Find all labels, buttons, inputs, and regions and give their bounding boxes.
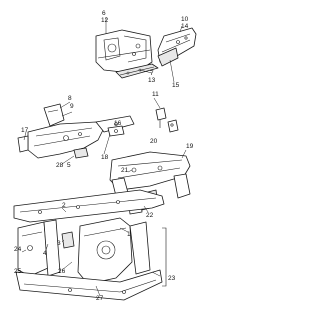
- callout-3: 3: [57, 240, 61, 247]
- radiator-support-assembly: [15, 217, 163, 301]
- callout-24: 24: [14, 246, 22, 253]
- inner-fender-assembly: [17, 103, 135, 159]
- callout-4: 4: [43, 250, 47, 257]
- callout-19: 19: [186, 143, 194, 150]
- callout-9: 9: [70, 103, 74, 110]
- callout-25: 25: [14, 268, 22, 275]
- callout-15: 15: [172, 82, 180, 89]
- clip-hardware: [155, 107, 179, 133]
- callout-22: 22: [146, 212, 154, 219]
- wheelhouse-panel: [95, 29, 153, 73]
- callout-5: 5: [67, 162, 71, 169]
- callout-2: 2: [62, 202, 66, 209]
- callout-14: 14: [181, 23, 189, 30]
- callout-26: 26: [58, 268, 66, 275]
- callout-23: 23: [168, 275, 176, 282]
- callout-18: 18: [101, 154, 109, 161]
- upper-radiator-support: [13, 189, 165, 223]
- callout-6: 6: [102, 10, 106, 17]
- callout-28: 28: [56, 162, 64, 169]
- parts-diagram: 6 12 7 13 10 14 15 8 9 11 16 17 18 28 5 …: [13, 10, 197, 302]
- callout-13: 13: [148, 77, 156, 84]
- callout-20: 20: [150, 138, 158, 145]
- callout-16: 16: [114, 120, 122, 127]
- callout-8: 8: [68, 95, 72, 102]
- callout-27: 27: [96, 295, 104, 302]
- callout-17: 17: [21, 127, 29, 134]
- leader-lines: [21, 17, 187, 297]
- side-frame-rail: [157, 27, 197, 67]
- parts-illustration: [13, 17, 197, 301]
- callout-12: 12: [101, 17, 109, 24]
- callout-1: 1: [127, 231, 131, 238]
- callout-11: 11: [152, 91, 159, 98]
- callout-21: 21: [121, 167, 129, 174]
- callout-7: 7: [150, 70, 154, 77]
- callout-10: 10: [181, 16, 189, 23]
